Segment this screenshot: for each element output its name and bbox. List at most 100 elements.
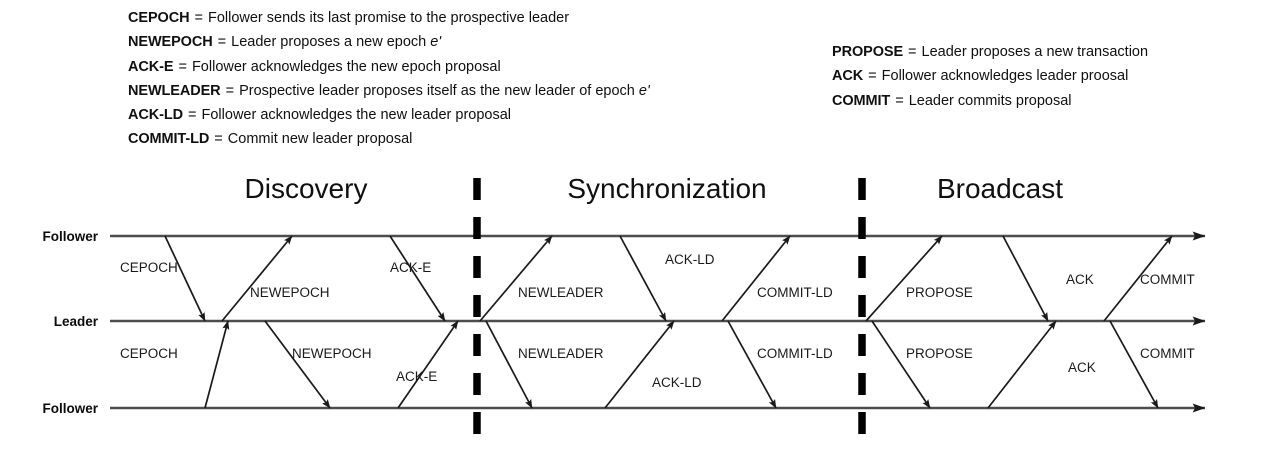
legend-left-entry-newleader: NEWLEADER = Prospective leader proposes … xyxy=(128,79,650,103)
legend-right: PROPOSE = Leader proposes a new transact… xyxy=(832,40,1148,113)
message-arrow-commit-ld-top xyxy=(721,235,791,322)
message-label-commit-bottom: COMMIT xyxy=(1140,346,1195,361)
legend-epoch-variable: e' xyxy=(430,34,442,51)
legend-left-entry-newepoch: NEWEPOCH = Leader proposes a new epoch e… xyxy=(128,30,650,54)
legend-term: ACK-E xyxy=(128,58,174,75)
message-arrow-propose-top xyxy=(865,235,943,322)
phase-separators-group xyxy=(473,178,866,450)
message-ack-e-top: ACK-E xyxy=(389,235,446,322)
message-arrow-ack-ld-top xyxy=(619,235,667,322)
message-label-newepoch-bottom: NEWEPOCH xyxy=(292,346,372,361)
message-cepoch-bottom: CEPOCH xyxy=(120,320,230,409)
timelines-group xyxy=(110,231,1206,413)
legend-term: NEWEPOCH xyxy=(128,34,213,51)
message-arrow-newepoch-top xyxy=(221,235,293,322)
message-cepoch-top: CEPOCH xyxy=(120,235,206,322)
legend-description: Leader proposes a new transaction xyxy=(921,44,1149,60)
role-label-follower-top: Follower xyxy=(42,229,98,244)
message-arrow-commit-bottom xyxy=(1109,320,1159,409)
legend-term: PROPOSE xyxy=(832,44,904,60)
legend-equals-sign: = xyxy=(864,68,881,85)
legend-epoch-variable: e' xyxy=(638,82,650,99)
legend-description: Follower acknowledges the new leader pro… xyxy=(201,107,512,124)
phase-title-broadcast: Broadcast xyxy=(936,173,1064,204)
message-label-ack-ld-top: ACK-LD xyxy=(665,252,715,267)
message-arrow-newleader-top xyxy=(479,235,553,322)
message-arrow-newepoch-bottom xyxy=(264,320,331,409)
message-newleader-top: NEWLEADER xyxy=(479,235,604,322)
legend-description: Commit new leader proposal xyxy=(227,131,413,148)
legend-left-entry-ack-ld: ACK-LD = Follower acknowledges the new l… xyxy=(128,103,650,127)
legend-description: Follower sends its last promise to the p… xyxy=(207,10,570,26)
message-label-commit-ld-top: COMMIT-LD xyxy=(757,285,833,300)
message-commit-ld-bottom: COMMIT-LD xyxy=(727,320,833,409)
legend-description: Follower acknowledges leader proosal xyxy=(881,68,1129,85)
legend-equals-sign: = xyxy=(904,44,921,60)
message-label-newleader-top: NEWLEADER xyxy=(518,285,604,300)
message-arrow-ack-e-bottom xyxy=(397,320,459,409)
phase-title-synchronization: Synchronization xyxy=(567,173,767,204)
message-ack-ld-top: ACK-LD xyxy=(619,235,715,322)
message-arrow-ack-bottom xyxy=(987,320,1057,409)
message-arrow-newleader-bottom xyxy=(485,320,533,409)
message-label-commit-top: COMMIT xyxy=(1140,272,1195,287)
message-label-ack-bottom: ACK xyxy=(1068,360,1096,375)
legend-left: CEPOCH = Follower sends its last promise… xyxy=(128,6,650,152)
message-label-ack-e-top: ACK-E xyxy=(390,260,431,275)
legend-right-entry-commit: COMMIT = Leader commits proposal xyxy=(832,89,1148,113)
legend-term: NEWLEADER xyxy=(128,82,221,99)
legend-term: CEPOCH xyxy=(128,10,190,26)
message-newepoch-top: NEWEPOCH xyxy=(221,235,330,322)
legend-description: Follower acknowledges the new epoch prop… xyxy=(191,58,501,75)
legend-equals-sign: = xyxy=(210,131,227,148)
message-ack-e-bottom: ACK-E xyxy=(396,320,459,409)
legend-description: Prospective leader proposes itself as th… xyxy=(239,82,650,99)
legend-right-entry-ack: ACK = Follower acknowledges leader proos… xyxy=(832,64,1148,88)
legend-term: COMMIT-LD xyxy=(128,131,210,148)
message-label-ack-ld-bottom: ACK-LD xyxy=(652,375,702,390)
message-commit-bottom: COMMIT xyxy=(1109,320,1195,409)
message-label-cepoch-bottom: CEPOCH xyxy=(120,346,178,361)
message-label-newleader-bottom: NEWLEADER xyxy=(518,346,604,361)
message-label-newepoch-top: NEWEPOCH xyxy=(250,285,330,300)
legend-equals-sign: = xyxy=(891,92,908,109)
message-arrow-cepoch-top xyxy=(164,235,206,322)
legend-term: ACK xyxy=(832,68,864,85)
legend-term: COMMIT xyxy=(832,92,891,109)
legend-term: ACK-LD xyxy=(128,107,183,124)
message-arrow-propose-bottom xyxy=(871,320,931,409)
message-commit-top: COMMIT xyxy=(1103,235,1195,322)
message-label-propose-bottom: PROPOSE xyxy=(906,346,973,361)
message-commit-ld-top: COMMIT-LD xyxy=(721,235,833,322)
legend-equals-sign: = xyxy=(213,34,231,51)
message-newleader-bottom: NEWLEADER xyxy=(485,320,604,409)
message-ack-ld-bottom: ACK-LD xyxy=(604,320,702,409)
messages-group: CEPOCH CEPOCH NEWEPOCH NEWEPOCH ACK-E ACK-E NE… xyxy=(120,235,1195,409)
legend-equals-sign: = xyxy=(221,82,239,99)
message-ack-bottom: ACK xyxy=(987,320,1096,409)
message-label-cepoch-top: CEPOCH xyxy=(120,260,178,275)
message-arrow-commit-top xyxy=(1103,235,1173,322)
message-label-ack-top: ACK xyxy=(1066,272,1094,287)
legend-equals-sign: = xyxy=(190,10,207,26)
message-label-commit-ld-bottom: COMMIT-LD xyxy=(757,346,833,361)
message-ack-top: ACK xyxy=(1002,235,1094,322)
legend-left-entry-commit-ld: COMMIT-LD = Commit new leader proposal xyxy=(128,127,650,151)
message-label-ack-e-bottom: ACK-E xyxy=(396,369,437,384)
role-label-follower-bottom: Follower xyxy=(42,401,98,416)
legend-left-entry-ack-e: ACK-E = Follower acknowledges the new ep… xyxy=(128,55,650,79)
message-propose-bottom: PROPOSE xyxy=(871,320,973,409)
legend-description: Leader commits proposal xyxy=(908,92,1072,109)
legend-left-entry-cepoch: CEPOCH = Follower sends its last promise… xyxy=(128,6,650,30)
message-newepoch-bottom: NEWEPOCH xyxy=(264,320,372,409)
legend-right-entry-propose: PROPOSE = Leader proposes a new transact… xyxy=(832,40,1148,64)
message-label-propose-top: PROPOSE xyxy=(906,285,973,300)
message-arrow-cepoch-bottom xyxy=(204,320,230,409)
message-arrow-ack-ld-bottom xyxy=(604,320,675,409)
role-label-leader: Leader xyxy=(53,314,98,329)
message-arrow-ack-top xyxy=(1002,235,1049,322)
message-propose-top: PROPOSE xyxy=(865,235,973,322)
legend-equals-sign: = xyxy=(174,58,191,75)
